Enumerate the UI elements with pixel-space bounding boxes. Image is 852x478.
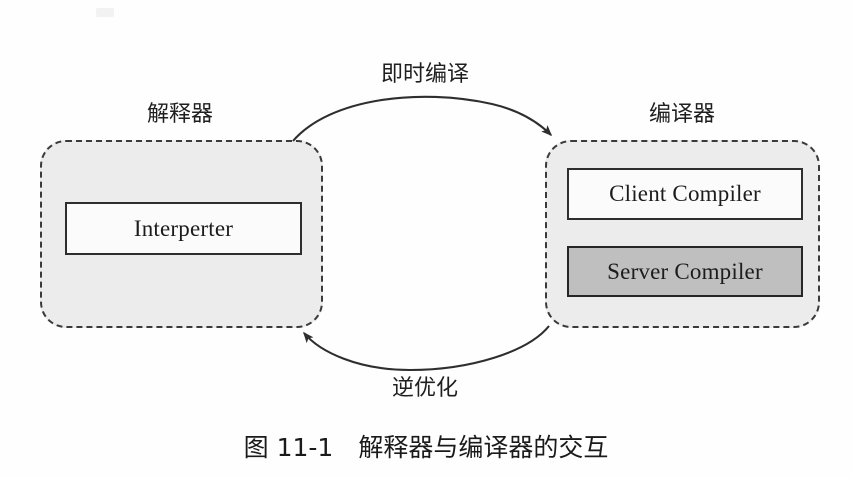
compiler-group-label: 编译器: [648, 102, 715, 127]
server-compiler-node: Server Compiler: [567, 246, 803, 297]
interpreter-group-label: 解释器: [146, 102, 213, 127]
deoptimize-arrow: [303, 325, 550, 372]
compiler-group-box: Client Compiler Server Compiler: [545, 140, 820, 328]
interpreter-node: Interperter: [65, 202, 302, 255]
jit-compile-arrow: [292, 95, 553, 142]
interpreter-group-box: Interperter: [40, 140, 323, 328]
deoptimize-arrow-label: 逆优化: [391, 376, 458, 401]
jit-compile-arrow-label: 即时编译: [380, 62, 469, 87]
scan-artifact: [96, 8, 114, 17]
figure-caption: 图 11-1 解释器与编译器的交互: [243, 433, 609, 462]
client-compiler-node: Client Compiler: [567, 168, 803, 220]
